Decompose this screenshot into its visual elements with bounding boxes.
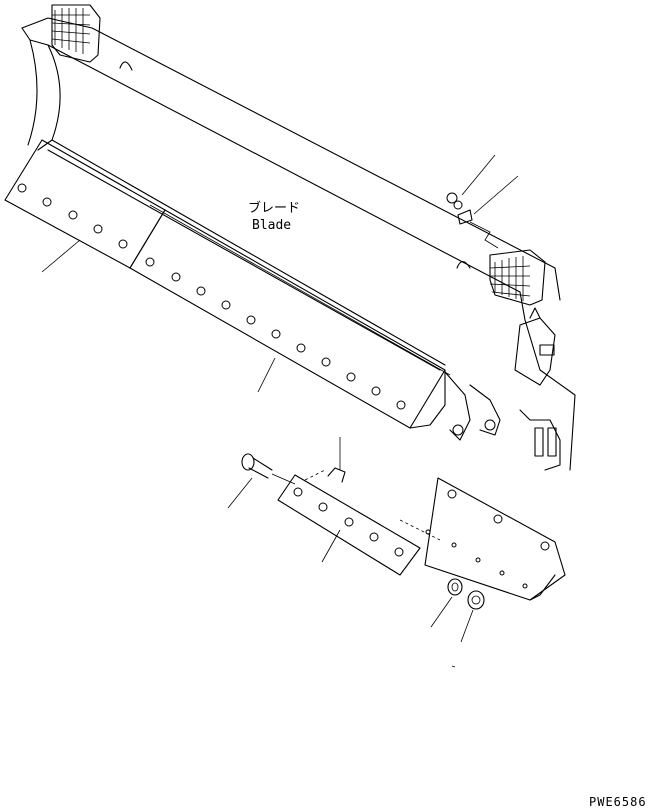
drawing-code: PWE6586	[589, 795, 647, 809]
blade-body	[21, 17, 576, 471]
bolt	[241, 453, 296, 485]
cutting-edge-plate-left	[277, 474, 421, 576]
blade-label-en: Blade	[252, 218, 291, 233]
washer	[447, 578, 463, 596]
small-hardware	[446, 192, 499, 249]
end-bit	[424, 477, 566, 601]
left-grille	[51, 4, 133, 71]
blade-label-jp: ブレード	[248, 200, 300, 216]
cutting-edge-right	[129, 209, 446, 429]
nut	[467, 590, 485, 610]
exploded-parts	[241, 453, 566, 610]
right-grille	[456, 249, 546, 306]
leader-lines	[41, 154, 519, 668]
end-bracket	[444, 307, 561, 471]
